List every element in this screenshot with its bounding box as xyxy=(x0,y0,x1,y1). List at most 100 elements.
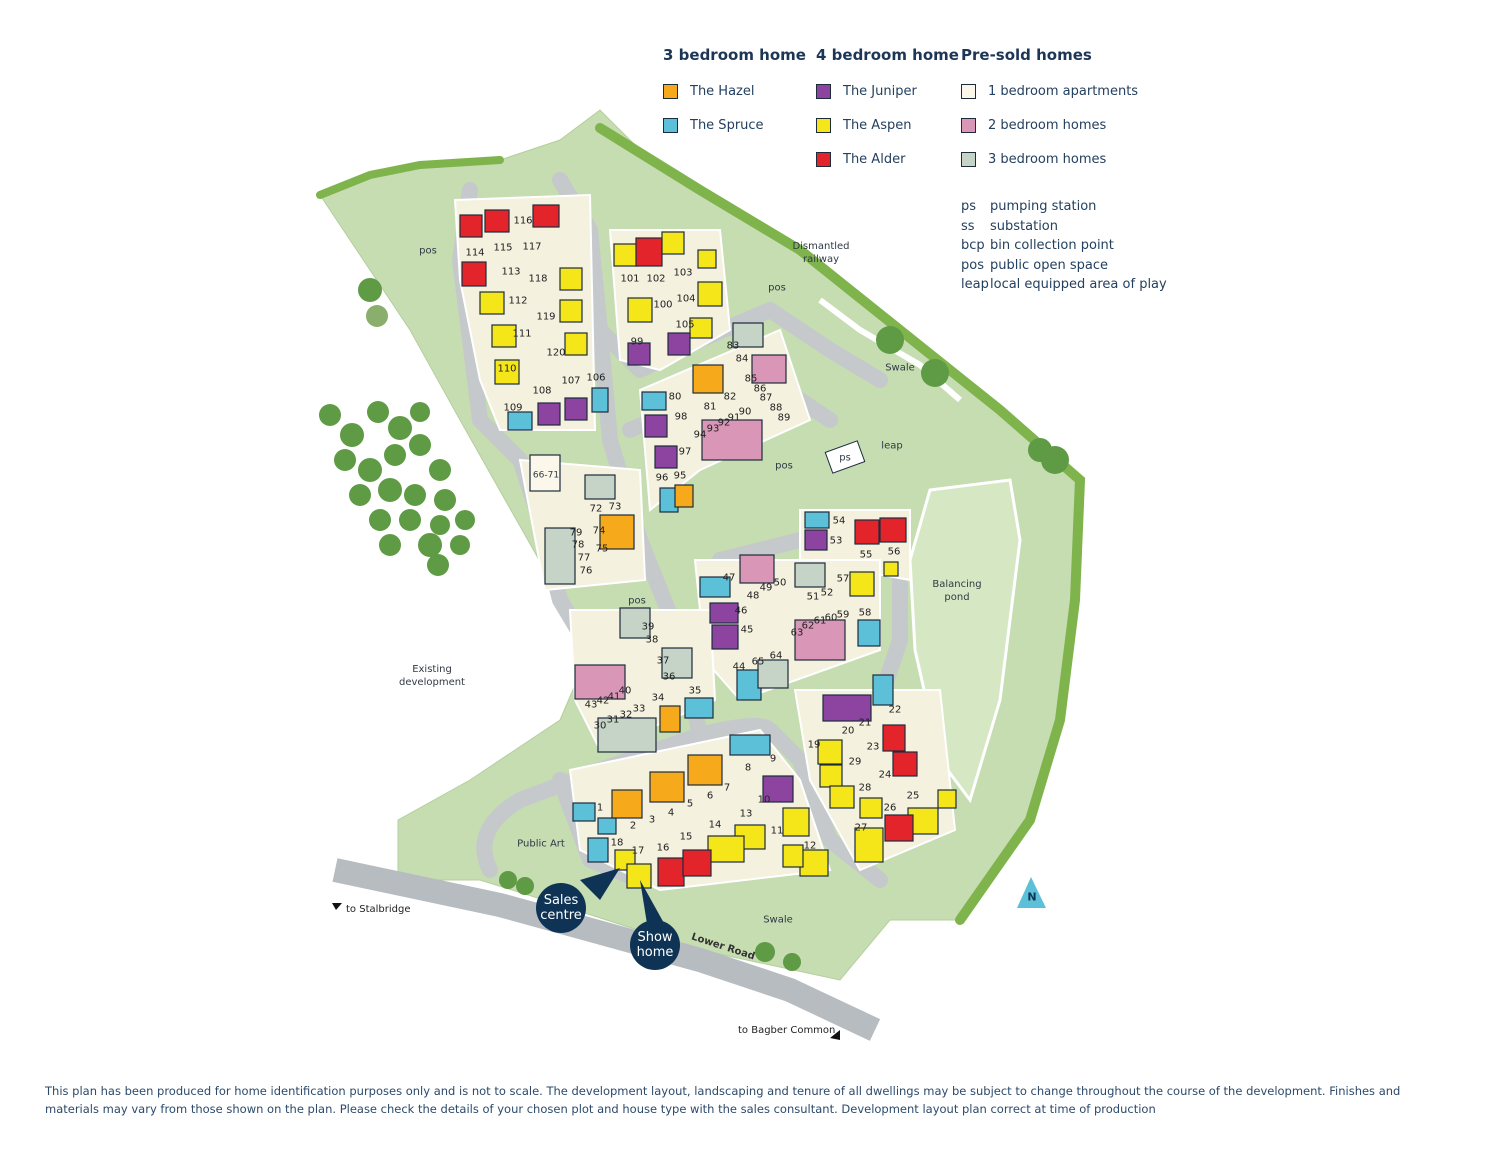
abbr-row: bcp bin collection point xyxy=(961,238,1167,258)
legend-item-aspen: The Aspen xyxy=(816,116,959,134)
plot-number: 65 xyxy=(751,656,765,668)
abbr-key: ps xyxy=(961,199,977,214)
north-arrow-icon xyxy=(1017,877,1046,908)
legend-label: 2 bedroom homes xyxy=(988,117,1107,133)
plot-number: 47 xyxy=(722,572,736,584)
plot-number: 49 xyxy=(759,582,773,594)
abbr-value: public open space xyxy=(990,257,1108,273)
plot-number: 82 xyxy=(723,391,737,403)
plot-number: 39 xyxy=(641,621,655,633)
abbr-value: local equipped area of play xyxy=(990,277,1167,292)
plot-number: 58 xyxy=(858,607,872,619)
legend-label: The Hazel xyxy=(690,83,755,99)
swatch-juniper xyxy=(816,83,831,99)
label-to-bagber-common: to Bagber Common xyxy=(738,1025,836,1036)
show-home-pointer xyxy=(640,880,665,930)
legend-item-three-bed-sold: 3 bedroom homes xyxy=(961,150,1138,168)
plot-number: 20 xyxy=(841,725,855,737)
plot-number: 102 xyxy=(646,273,666,285)
plot-number: 15 xyxy=(679,831,693,843)
plot-number: 7 xyxy=(723,782,731,794)
abbr-key: ss xyxy=(961,218,975,234)
plot-number: 117 xyxy=(522,241,542,253)
label-dismantled-railway: Dismantled railway xyxy=(792,241,850,265)
label-to-stalbridge: to Stalbridge xyxy=(346,904,411,915)
abbr-row: pos public open space xyxy=(961,258,1167,278)
plot-number: 94 xyxy=(693,429,707,441)
plot-number: 36 xyxy=(662,671,676,683)
legend-item-juniper: The Juniper xyxy=(816,82,959,100)
abbr-key: bcp xyxy=(961,238,985,253)
legend-heading: 3 bedroom home xyxy=(663,46,806,64)
legend-heading: Pre-sold homes xyxy=(961,46,1092,64)
legend-label: The Spruce xyxy=(690,117,764,133)
legend-four-bed: 4 bedroom home The Juniper The Aspen The… xyxy=(816,46,959,184)
plot-number: 104 xyxy=(676,293,696,305)
plot-number: 9 xyxy=(769,753,777,765)
plot-number: 72 xyxy=(589,503,603,515)
plot-number: 85 xyxy=(744,373,758,385)
plot-number: 64 xyxy=(769,650,783,662)
plot-number: 118 xyxy=(528,273,548,285)
label-pos: pos xyxy=(775,460,793,472)
plot-number: 51 xyxy=(806,591,820,603)
legend-heading: 4 bedroom home xyxy=(816,46,959,64)
plot-number: 92 xyxy=(717,417,731,429)
swatch-apartments xyxy=(961,83,976,99)
plot-number: 105 xyxy=(675,319,695,331)
plot-number: 53 xyxy=(829,535,843,547)
plot-number: 10 xyxy=(757,794,771,806)
plot-number: 120 xyxy=(546,347,566,359)
plot-number: 38 xyxy=(645,634,659,646)
plot-number: 46 xyxy=(734,605,748,617)
plot-number: 13 xyxy=(739,808,753,820)
plot-number: 29 xyxy=(848,756,862,768)
plot-number: 4 xyxy=(667,807,675,819)
plot-number: 96 xyxy=(655,472,669,484)
plot-number: 33 xyxy=(632,703,646,715)
legend-label: The Aspen xyxy=(843,117,912,133)
label-leap: leap xyxy=(881,440,903,452)
swatch-two-bed xyxy=(961,117,976,133)
plot-number: 19 xyxy=(807,739,821,751)
legend-label: The Juniper xyxy=(843,83,917,99)
plot-number: 90 xyxy=(738,406,752,418)
sales-centre-pointer xyxy=(580,868,620,900)
plot-number: 73 xyxy=(608,501,622,513)
plot-number: 37 xyxy=(656,655,670,667)
plot-number: 45 xyxy=(740,624,754,636)
arrow-bagber-icon xyxy=(830,1030,840,1040)
legend-label: The Alder xyxy=(843,151,906,167)
legend-item-two-bed: 2 bedroom homes xyxy=(961,116,1138,134)
plot-number: 42 xyxy=(596,695,610,707)
swatch-spruce xyxy=(663,117,678,133)
plot-number: 32 xyxy=(619,709,633,721)
arrow-stalbridge-icon xyxy=(332,903,342,910)
plot-number: 41 xyxy=(607,691,621,703)
plot-number: 114 xyxy=(465,247,485,259)
label-apartments: 66-71 xyxy=(532,470,560,481)
abbr-value: bin collection point xyxy=(990,238,1114,253)
swatch-aspen xyxy=(816,117,831,133)
label-pos: pos xyxy=(628,595,646,607)
plot-number: 62 xyxy=(801,620,815,632)
label-pos: pos xyxy=(768,282,786,294)
plot-number: 1 xyxy=(596,802,604,814)
plot-number: 112 xyxy=(508,295,528,307)
plot-number: 8 xyxy=(744,762,752,774)
house-footprints xyxy=(459,204,957,889)
plot-number: 14 xyxy=(708,819,722,831)
plot-number: 27 xyxy=(854,822,868,834)
show-home-badge[interactable]: Show home xyxy=(630,920,680,970)
plot-number: 110 xyxy=(497,363,517,375)
sales-centre-badge[interactable]: Sales centre xyxy=(536,883,586,933)
plot-number: 80 xyxy=(668,391,682,403)
abbr-key: pos xyxy=(961,257,984,273)
legend-item-hazel: The Hazel xyxy=(663,82,806,100)
plot-number: 6 xyxy=(706,790,714,802)
plot-number: 56 xyxy=(887,546,901,558)
label-balancing-pond: Balancing pond xyxy=(932,579,982,603)
